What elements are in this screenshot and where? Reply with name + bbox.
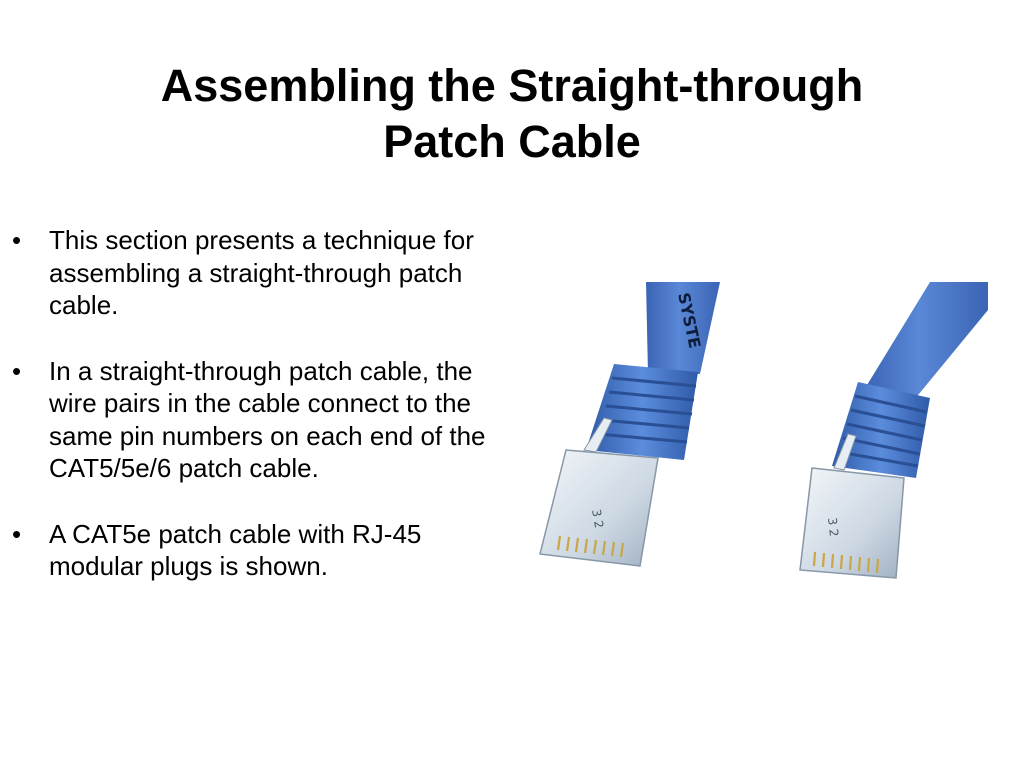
- slide-title-line-2: Patch Cable: [383, 116, 641, 167]
- left-contacts: [556, 535, 625, 558]
- right-contacts: [812, 551, 880, 574]
- patch-cable-photo: SYSTE 3 2: [528, 282, 990, 590]
- right-cable-jacket: [864, 282, 988, 400]
- right-rj45-connector: 3 2: [799, 282, 988, 579]
- left-latch: [583, 417, 613, 453]
- patch-cable-illustration: SYSTE 3 2: [539, 282, 988, 579]
- bullet-item: • This section presents a technique for …: [0, 224, 500, 322]
- left-cable-jacket: [646, 282, 720, 374]
- right-contact-label: 3 2: [825, 517, 841, 537]
- bullet-text: A CAT5e patch cable with RJ-45 modular p…: [49, 518, 422, 582]
- left-boot-ridges: [597, 376, 697, 444]
- bullet-text: In a straight-through patch cable, the w…: [49, 355, 486, 484]
- bullet-item: • In a straight-through patch cable, the…: [0, 355, 500, 485]
- bullet-list: • This section presents a technique for …: [0, 224, 500, 616]
- left-contact-label: 3 2: [589, 508, 606, 529]
- bullet-marker: •: [12, 355, 22, 386]
- bullet-marker: •: [12, 518, 22, 549]
- left-rj45-connector: SYSTE 3 2: [539, 282, 720, 567]
- right-boot-ridges: [838, 394, 928, 468]
- bullet-text: This section presents a technique for as…: [49, 225, 474, 320]
- left-plug-body: [539, 449, 659, 567]
- bullet-item: • A CAT5e patch cable with RJ-45 modular…: [0, 518, 500, 583]
- slide-title: Assembling the Straight-through Patch Ca…: [60, 58, 964, 170]
- bullet-marker: •: [12, 225, 22, 255]
- right-latch: [833, 433, 857, 471]
- slide-title-line-1: Assembling the Straight-through: [160, 60, 864, 111]
- right-plug-body: [799, 467, 905, 579]
